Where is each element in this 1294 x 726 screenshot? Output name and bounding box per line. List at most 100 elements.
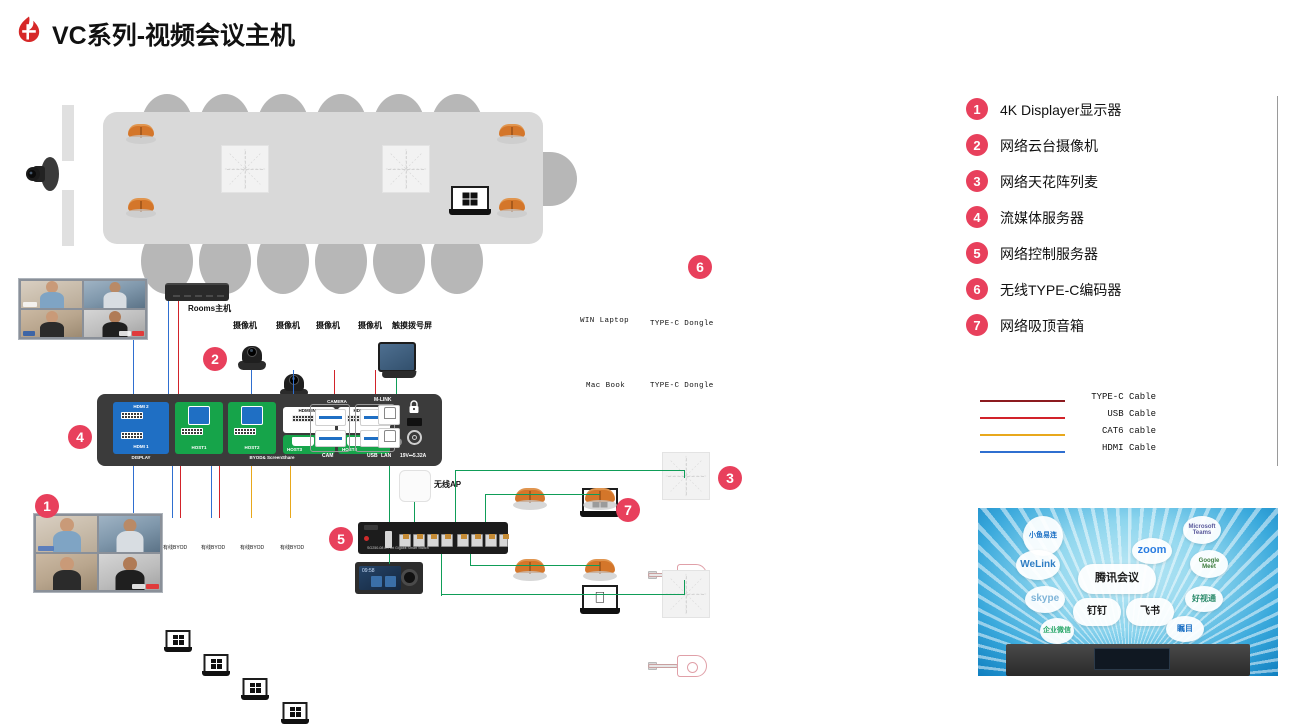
rooms-host-label: Rooms主机 (188, 304, 232, 313)
touch-dial-panel (378, 340, 420, 380)
badge-typec-encoder: 6 (688, 255, 712, 279)
video-tile (84, 310, 145, 337)
ceiling-speaker-2 (583, 488, 617, 512)
cable-hdmi-byod-1 (172, 466, 174, 518)
app-bubble-welink: WeLink (1016, 550, 1060, 580)
cable-cat6-byod-3 (251, 466, 253, 518)
display-port-group: HDMI 2 HDMI 1 (113, 402, 169, 454)
cable-usb-camera-3 (334, 370, 336, 394)
ceiling-array-mic-plan (221, 145, 269, 193)
hdmi-in-1-connector (292, 415, 314, 422)
mac-book-label: Mac Book (586, 382, 626, 390)
lan-label: LAN (381, 453, 392, 459)
host1-usb-b-connector (188, 406, 210, 425)
host2-connector (234, 428, 256, 435)
cable-hdmi-rooms-host (168, 301, 170, 394)
app-bubble-xiaoyu: 小鱼易连 (1023, 516, 1063, 556)
legend-badge-5: 5 (966, 242, 988, 264)
cable-label-cat6: CAT6 cable (1101, 426, 1156, 436)
camera-group-label: CAMERA (327, 399, 347, 404)
cable-row-cat6: CAT6 cable (966, 426, 1266, 443)
mlink-label: M-LINK (374, 397, 392, 403)
win-laptop-label: WIN Laptop (580, 317, 630, 325)
badge-media-server: 4 (68, 425, 92, 449)
mlink-port (378, 405, 400, 425)
cable-lan-run-mic-top-v (455, 470, 457, 522)
kensington-lock-icon (409, 400, 419, 413)
mac-book:  (580, 585, 620, 617)
ptz-camera-1 (238, 342, 266, 370)
ceiling-array-mic-plan (382, 145, 430, 193)
byod-laptop-1 (164, 630, 192, 654)
host2-port-group: HOST2 (228, 402, 276, 454)
video-wall-upper (18, 278, 148, 340)
promo-graphic: 小鱼易连 WeLink skype zoom 腾讯会议 钉钉 飞书 Micros… (978, 508, 1278, 676)
video-tile (21, 281, 82, 308)
hdmi1-connector (121, 432, 143, 439)
cable-lan-console-switch (389, 554, 391, 564)
badge-ceiling-speaker: 7 (616, 498, 640, 522)
cable-usb-rooms-host (178, 301, 180, 394)
badge-control-server: 5 (329, 527, 353, 551)
legend-badge-4: 4 (966, 206, 988, 228)
host2-label: HOST2 (244, 445, 260, 450)
video-tile (21, 310, 82, 337)
app-bubble-zoom: zoom (1132, 538, 1172, 564)
table-laptop (449, 186, 491, 218)
chair-head (543, 152, 577, 206)
cable-legend-panel: TYPE-C Cable USB Cable CAT6 cable HDMI C… (966, 392, 1266, 462)
conference-table (103, 112, 543, 244)
power-jack (407, 430, 422, 445)
byod-label-1: 有线BYOD (163, 545, 188, 551)
hdmi2-connector (121, 412, 143, 419)
cable-hdmi-camera-2 (293, 370, 295, 394)
table-microphone (497, 124, 527, 146)
legend-badge-3: 3 (966, 170, 988, 192)
cable-hdmi-camera-1 (251, 370, 253, 394)
cable-row-usb: USB Cable (966, 409, 1266, 426)
cable-hdmi-lower-display (133, 466, 135, 513)
cable-lan-mic-2-drop (684, 580, 686, 595)
cable-cat6-byod-4 (290, 466, 292, 518)
byod-laptop-3 (241, 678, 269, 702)
host4-connector (347, 437, 369, 446)
app-bubble-haoshitong: 好视通 (1185, 586, 1223, 612)
cable-lan-run-mic-top-h (455, 470, 685, 472)
cable-lan-run-mic-bottom-h (441, 594, 685, 596)
table-microphone (497, 198, 527, 220)
cable-lan-touch-panel (396, 378, 398, 394)
cable-row-typec: TYPE-C Cable (966, 392, 1266, 409)
cable-label-hdmi: HDMI Cable (1101, 443, 1156, 453)
byod-label-4: 有线BYOD (280, 545, 305, 551)
hdmi2-label: HDMI 2 (133, 404, 149, 409)
cable-lan-speaker-chain-2-v (470, 554, 472, 566)
legend-row-3: 3 网络天花阵列麦 (966, 168, 1266, 204)
app-bubble-zhumu: 瞩目 (1166, 616, 1204, 642)
wall-display-lower (62, 190, 74, 246)
app-bubble-wecom: 企业微信 (1040, 618, 1074, 644)
cable-usb-camera-4 (375, 370, 377, 394)
ceiling-speaker-4 (583, 559, 617, 583)
typec-dongle-label-2: TYPE-C Dongle (650, 382, 714, 390)
cable-label-usb: USB Cable (1107, 409, 1156, 419)
legend-row-7: 7 网络吸顶音箱 (966, 312, 1266, 348)
cable-lan-mic-1-drop (684, 470, 686, 478)
cable-swatch-hdmi (980, 451, 1065, 453)
lan-port (378, 428, 400, 448)
switch-brand-mark (364, 525, 378, 530)
switch-model-label: SG250-08 8-Port Gigabit Smart Switch (367, 546, 429, 550)
legend-row-2: 2 网络云台摄像机 (966, 132, 1266, 168)
app-bubble-skype: skype (1025, 586, 1065, 613)
legend-row-1: 1 4K Displayer显示器 (966, 96, 1266, 132)
cable-lan-speaker-chain-1-h (485, 494, 600, 496)
hdmi-in-1-label: HDMI IN 1 (298, 408, 320, 413)
app-bubble-feishu: 飞书 (1126, 598, 1174, 626)
byod-laptop-2 (202, 654, 230, 678)
typec-dongle-2 (648, 653, 710, 679)
cable-lan-ap-switch (414, 502, 416, 522)
badge-display: 1 (35, 494, 59, 518)
network-switch: SG250-08 8-Port Gigabit Smart Switch (358, 522, 509, 554)
kensington-slot (407, 418, 422, 426)
table-microphone (126, 124, 156, 146)
wireless-ap-label: 无线AP (434, 480, 462, 489)
